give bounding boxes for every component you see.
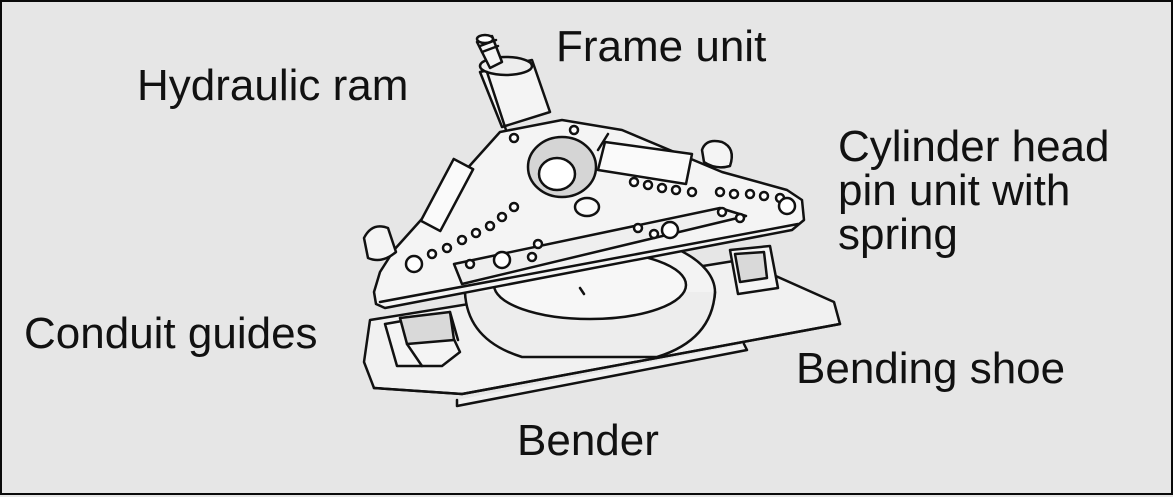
label-hydraulic-ram: Hydraulic ram — [137, 61, 409, 110]
conduit-guide-right — [728, 244, 780, 296]
label-cylinder-head-pin-unit: Cylinder head pin unit with spring — [838, 125, 1110, 257]
frame-triangle — [362, 118, 806, 310]
label-cylinder-head-line-2: pin unit with — [838, 166, 1071, 215]
hydraulic-ram — [475, 33, 552, 132]
label-bender: Bender — [517, 416, 659, 465]
label-cylinder-head-line-3: spring — [838, 210, 958, 259]
conduit-guide-left — [383, 310, 462, 368]
frame-holes — [404, 124, 797, 274]
label-conduit-guides: Conduit guides — [24, 309, 318, 358]
label-frame-unit: Frame unit — [556, 22, 767, 71]
label-bending-shoe: Bending shoe — [796, 344, 1066, 393]
label-cylinder-head-line-1: Cylinder head — [838, 122, 1110, 171]
